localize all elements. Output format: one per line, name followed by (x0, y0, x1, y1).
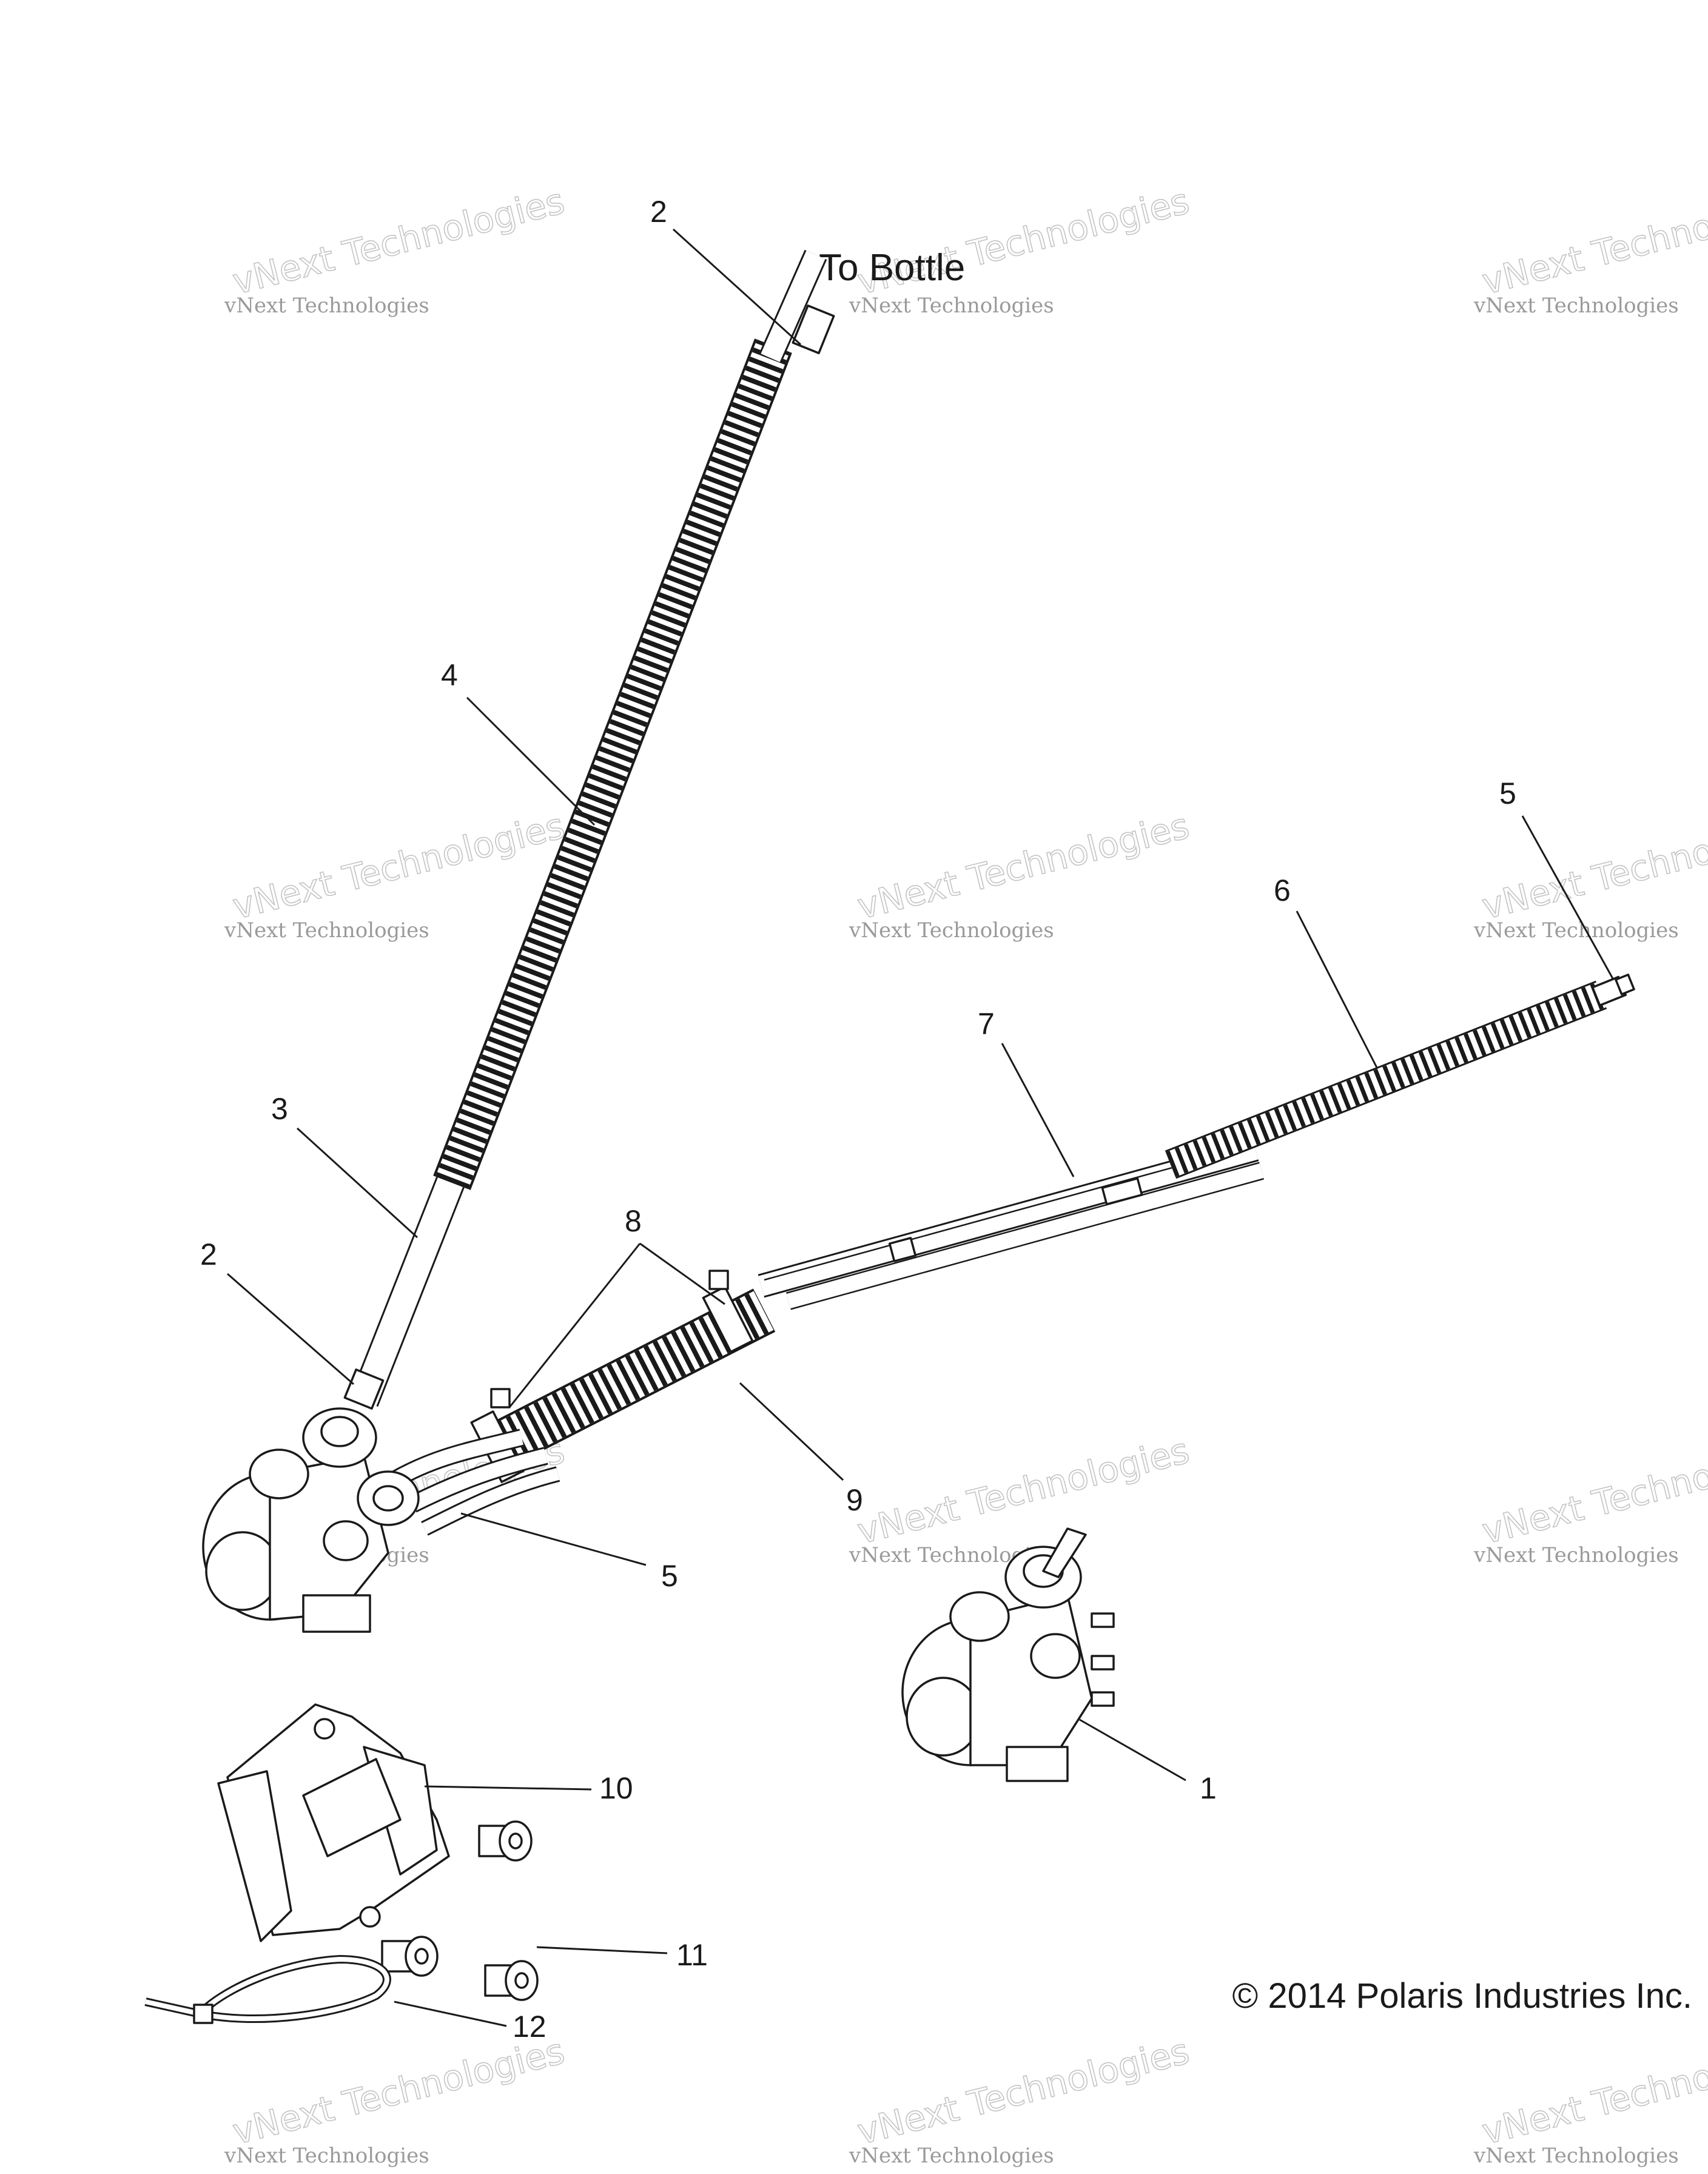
watermark: vNext Technologies vNext Technologies (224, 2030, 569, 2168)
watermark: vNext Technologies vNext Technologies (849, 804, 1194, 943)
callout-label: 12 (513, 2010, 546, 2044)
svg-text:vNext Technologies: vNext Technologies (849, 918, 1054, 943)
svg-text:vNext Technologies: vNext Technologies (853, 1430, 1193, 1552)
svg-text:vNext Technologies: vNext Technologies (229, 180, 568, 303)
cable-tie-item-12 (144, 1954, 391, 2024)
svg-text:vNext Technologies: vNext Technologies (1478, 2030, 1708, 2153)
svg-text:vNext Technologies: vNext Technologies (229, 2030, 568, 2153)
svg-text:vNext Technologies: vNext Technologies (1473, 918, 1679, 943)
svg-text:vNext Technologies: vNext Technologies (1478, 1430, 1708, 1552)
watermark: vNext Technologies vNext Technologies (849, 1429, 1194, 1567)
callout-label: 4 (441, 658, 458, 692)
to-bottle-label: To Bottle (819, 247, 965, 289)
svg-text:vNext Technologies: vNext Technologies (853, 805, 1193, 927)
bracket-item-10 (217, 1703, 450, 1942)
watermark: vNext Technologies vNext Technologies (1473, 180, 1708, 318)
pump-item-1 (901, 1527, 1115, 1782)
watermark: vNext Technologies vNext Technologies (1473, 2030, 1708, 2168)
callout-labels: 2 4 3 2 5 6 7 8 9 5 1 10 11 12 (200, 195, 1516, 2044)
watermark: vNext Technologies vNext Technologies (1473, 1429, 1708, 1567)
callout-label: 2 (650, 195, 667, 229)
svg-text:vNext Technologies: vNext Technologies (1478, 180, 1708, 303)
svg-text:vNext Technologies: vNext Technologies (1473, 1543, 1679, 1567)
watermark: vNext Technologies vNext Technologies (1473, 804, 1708, 943)
pump-installed (202, 1407, 420, 1633)
callout-label: 8 (625, 1204, 642, 1238)
callout-label: 2 (200, 1237, 217, 1271)
copyright-notice: © 2014 Polaris Industries Inc. (1232, 1976, 1692, 2016)
svg-text:vNext Technologies: vNext Technologies (224, 2144, 429, 2168)
bottle-hose (343, 249, 835, 1410)
svg-text:vNext Technologies: vNext Technologies (229, 805, 568, 927)
callout-label: 10 (599, 1771, 633, 1805)
svg-text:vNext Technologies: vNext Technologies (224, 918, 429, 943)
watermark: vNext Technologies vNext Technologies (224, 804, 569, 943)
leader-lines (227, 228, 1615, 2027)
watermark: vNext Technologies vNext Technologies (224, 180, 569, 318)
callout-label: 11 (676, 1938, 708, 1972)
svg-text:vNext Technologies: vNext Technologies (849, 2144, 1054, 2168)
callout-label: 9 (846, 1483, 863, 1517)
svg-text:vNext Technologies: vNext Technologies (1473, 2144, 1679, 2168)
svg-text:vNext Technologies: vNext Technologies (1478, 805, 1708, 927)
callout-label: 5 (1499, 776, 1516, 810)
front-loom (389, 1270, 776, 1536)
callout-label: 3 (271, 1092, 288, 1126)
callout-label: 5 (661, 1559, 678, 1593)
svg-text:vNext Technologies: vNext Technologies (224, 294, 429, 318)
svg-text:vNext Technologies: vNext Technologies (849, 294, 1054, 318)
rear-harness-assembly (758, 974, 1635, 1310)
watermark: vNext Technologies vNext Technologies (849, 2030, 1194, 2168)
callout-label: 6 (1274, 873, 1291, 907)
svg-text:vNext Technologies: vNext Technologies (1473, 294, 1679, 318)
callout-label: 7 (978, 1007, 995, 1041)
callout-label: 1 (1200, 1771, 1217, 1805)
fasteners-item-11 (381, 1820, 539, 2001)
svg-text:vNext Technologies: vNext Technologies (853, 2030, 1193, 2153)
